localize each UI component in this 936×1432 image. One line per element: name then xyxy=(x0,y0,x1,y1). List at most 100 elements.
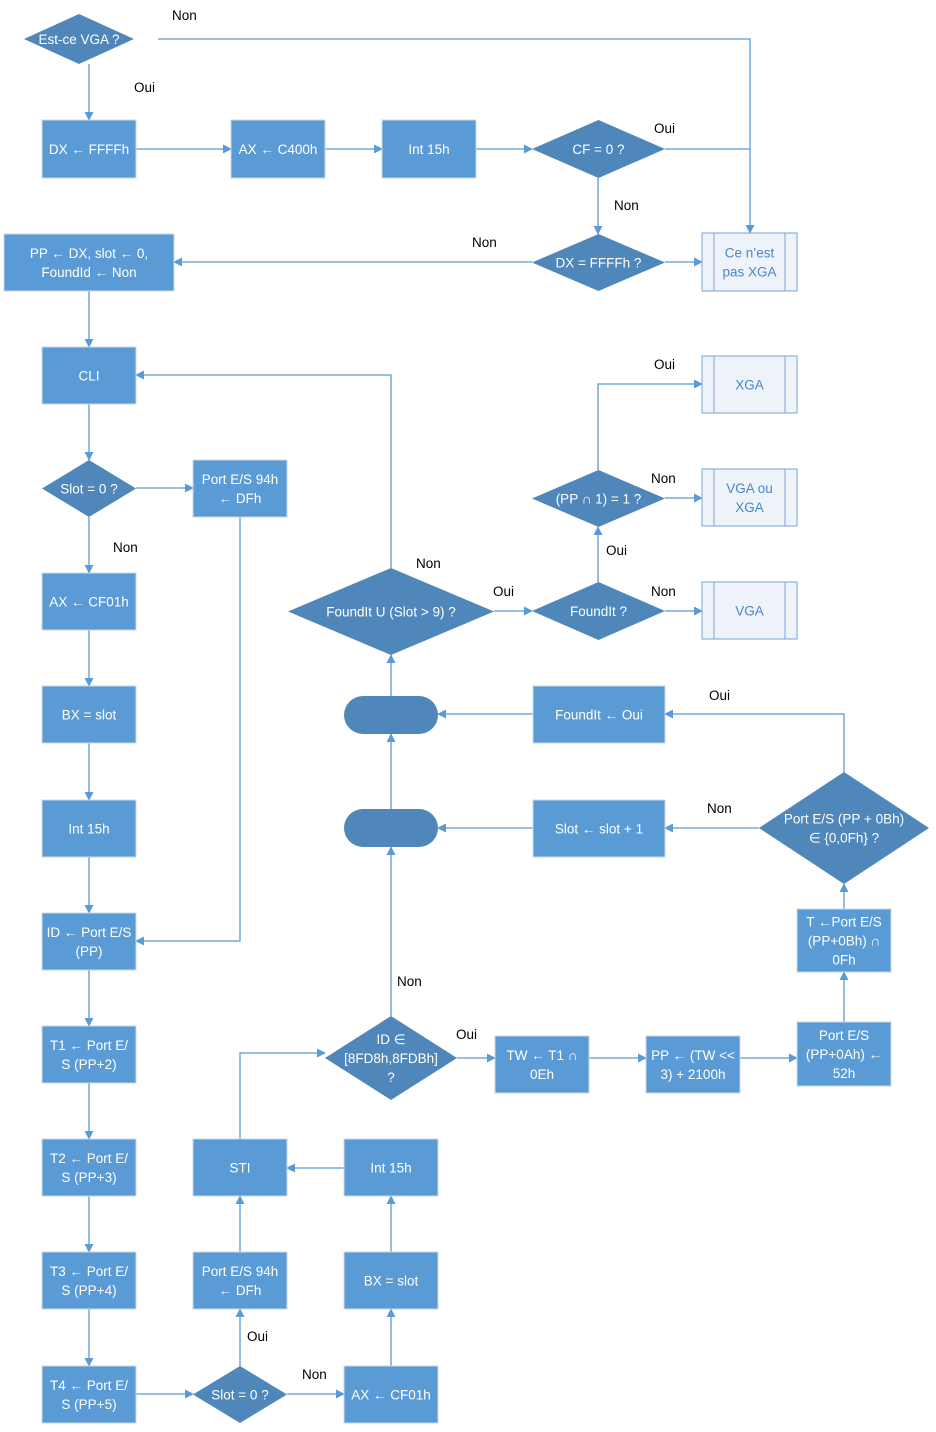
edge-label-slot0-b-oui: Oui xyxy=(247,1329,268,1344)
edge-label-cf0-oui: Oui xyxy=(654,121,675,136)
process-box xyxy=(41,1025,137,1084)
node-label: 52h xyxy=(833,1066,856,1081)
node-label: (PP+0Ah) ← xyxy=(806,1047,882,1062)
process-box xyxy=(532,685,666,744)
node-label: S (PP+4) xyxy=(61,1283,116,1298)
node-label: TW ← T1 ∩ xyxy=(507,1048,578,1063)
edge-sti-to-idrange xyxy=(239,1048,326,1139)
decision-diamond xyxy=(42,460,136,517)
node-label: pas XGA xyxy=(722,265,776,280)
decision-diamond xyxy=(325,1016,457,1100)
edge-pp-and1-oui xyxy=(597,379,703,470)
node-t3: T3 ← Port E/S (PP+4) xyxy=(41,1251,137,1310)
node-t1: T1 ← Port E/S (PP+2) xyxy=(41,1025,137,1084)
node-label: FoundId ← Non xyxy=(41,265,136,280)
node-label: 3) + 2100h xyxy=(661,1067,726,1082)
edge-label-loop-non: Non xyxy=(416,556,441,571)
node-t2: T2 ← Port E/S (PP+3) xyxy=(41,1138,137,1197)
process-box xyxy=(343,1138,439,1197)
edge-label-cf0-non: Non xyxy=(614,198,639,213)
node-pp-calc: PP ← (TW <<3) + 2100h xyxy=(645,1035,741,1094)
node-label: (PP+0Bh) ∩ xyxy=(808,934,880,949)
node-label: 0Eh xyxy=(530,1067,554,1082)
subroutine-box xyxy=(701,355,798,414)
decision-diamond xyxy=(532,582,665,640)
node-ax-cf01-a: AX ← CF01h xyxy=(41,572,137,631)
process-box xyxy=(192,1138,288,1197)
node-ax-c400: AX ← C400h xyxy=(230,119,326,179)
edge-label-slot0-a-non: Non xyxy=(113,540,138,555)
node-label: FoundIt ← Oui xyxy=(555,708,643,723)
node-label: Int 15h xyxy=(68,822,109,837)
node-label: XGA xyxy=(735,500,764,515)
edge-label-port-0b-non: Non xyxy=(707,801,732,816)
node-label: 0Fh xyxy=(832,953,855,968)
edge-label-pp-and1-oui: Oui xyxy=(654,357,675,372)
process-box xyxy=(41,912,137,971)
node-dx-eq-ffff: DX = FFFFh ? xyxy=(532,234,665,291)
node-label: STI xyxy=(229,1161,250,1176)
node-label: Slot = 0 ? xyxy=(211,1388,268,1403)
process-box xyxy=(192,1251,288,1310)
node-slot0-b: Slot = 0 ? xyxy=(193,1366,287,1423)
node-cf0: CF = 0 ? xyxy=(532,120,665,178)
edge-check-oui xyxy=(664,709,845,772)
node-bx-slot-a: BX = slot xyxy=(41,685,137,744)
edge-label-id-range-non: Non xyxy=(397,974,422,989)
node-label: PP ← DX, slot ← 0, xyxy=(30,246,148,261)
node-join-high xyxy=(344,696,438,734)
node-label: T ←Port E/S xyxy=(806,915,882,930)
node-init: PP ← DX, slot ← 0, FoundId ← Non xyxy=(3,233,175,292)
node-port-0a: Port E/S (PP+0Ah) ← 52h xyxy=(796,1021,892,1087)
decision-diamond xyxy=(193,1366,287,1423)
edge-loop-non xyxy=(135,370,392,568)
process-box xyxy=(3,233,175,292)
process-box xyxy=(41,572,137,631)
node-label: (PP) xyxy=(76,944,103,959)
node-foundit-q: FoundIt ? xyxy=(532,582,665,640)
node-port94-a: Port E/S 94h← DFh xyxy=(192,459,288,518)
node-int15-c: Int 15h xyxy=(343,1138,439,1197)
edge-label-slot0-b-non: Non xyxy=(302,1367,327,1382)
node-label: Ce n’est xyxy=(725,246,775,261)
node-t4: T4 ← Port E/S (PP+5) xyxy=(41,1365,137,1424)
node-bx-slot-b: BX = slot xyxy=(343,1251,439,1310)
node-cli: CLI xyxy=(41,346,137,405)
edge-label-est-vga-oui: Oui xyxy=(134,80,155,95)
edge-label-dx-eq-non: Non xyxy=(472,235,497,250)
subroutine-box xyxy=(701,232,798,292)
node-port94-b: Port E/S 94h← DFh xyxy=(192,1251,288,1310)
node-label: ID ∈ xyxy=(376,1032,405,1047)
process-box xyxy=(41,799,137,858)
node-label: Port E/S 94h xyxy=(202,1264,279,1279)
node-label: Slot ← slot + 1 xyxy=(555,822,643,837)
node-label: (PP ∩ 1) = 1 ? xyxy=(556,492,642,507)
node-label: FoundIt U (Slot > 9) ? xyxy=(326,605,455,620)
node-label: DX ← FFFFh xyxy=(49,142,129,157)
node-int15-b: Int 15h xyxy=(41,799,137,858)
node-label: S (PP+3) xyxy=(61,1170,116,1185)
node-label: CF = 0 ? xyxy=(572,142,624,157)
process-box xyxy=(343,1251,439,1310)
subroutine-box xyxy=(701,581,798,640)
process-box xyxy=(381,119,477,179)
process-box xyxy=(532,799,666,858)
edge-label-foundit-oui: Oui xyxy=(606,543,627,558)
node-tw: TW ← T1 ∩ 0Eh xyxy=(494,1035,590,1094)
edge-est-vga-non xyxy=(158,38,755,234)
process-box xyxy=(41,1365,137,1424)
node-label: T1 ← Port E/ xyxy=(50,1038,128,1053)
terminator-shape xyxy=(344,809,438,847)
node-label: VGA xyxy=(735,604,764,619)
node-label: XGA xyxy=(735,378,764,393)
node-label: BX = slot xyxy=(62,708,117,723)
node-t-port: T ←Port E/S (PP+0Bh) ∩ 0Fh xyxy=(796,908,892,973)
node-label: AX ← CF01h xyxy=(49,595,129,610)
node-label: FoundIt ? xyxy=(570,604,627,619)
edge-label-est-vga-non: Non xyxy=(172,8,197,23)
node-label: Port E/S xyxy=(819,1028,869,1043)
process-box xyxy=(41,1138,137,1197)
edge-port94-to-id xyxy=(135,517,241,946)
node-label: ← DFh xyxy=(219,491,262,506)
